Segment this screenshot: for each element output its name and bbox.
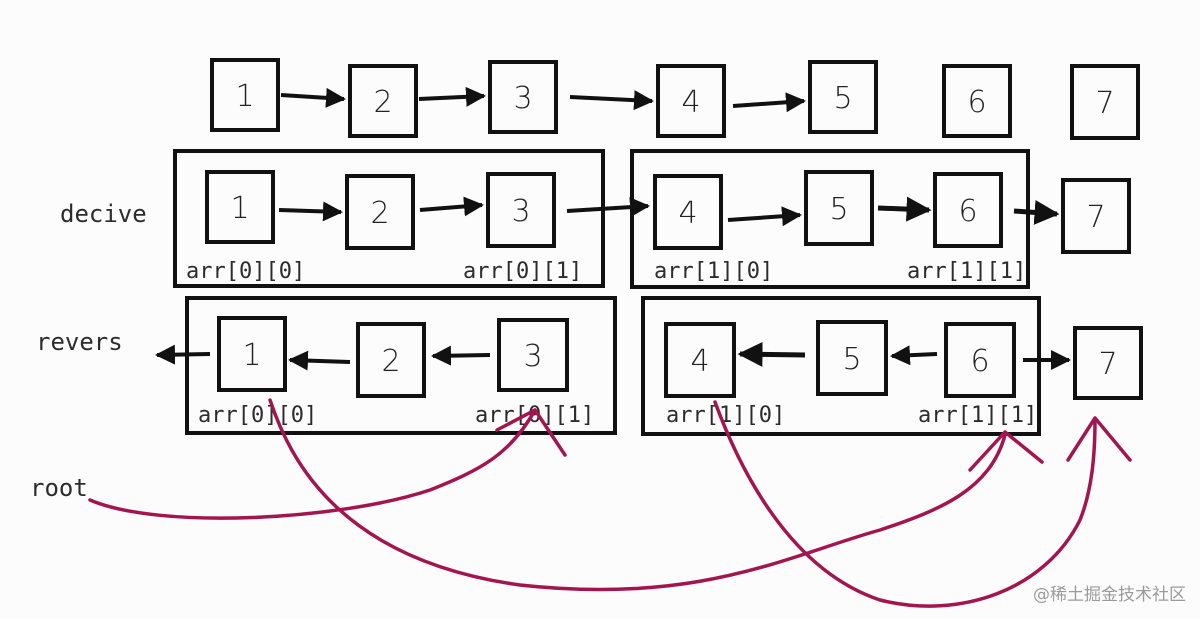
decive-node-6: 6 xyxy=(933,172,1003,248)
decive-arrow-2-3 xyxy=(419,196,484,217)
curve-root-arrowhead xyxy=(495,408,567,457)
top-node-3: 3 xyxy=(488,60,558,134)
top-node-1-label: 1 xyxy=(235,79,254,114)
decive-node-7: 7 xyxy=(1061,178,1131,254)
decive-label: decive xyxy=(60,200,147,228)
decive-node-4-label: 4 xyxy=(678,196,697,231)
decive-row: 1 2 3 4 5 6 7 arr[0][ xyxy=(173,149,1131,289)
revers-group-1-left-index: arr[0][0] xyxy=(198,403,317,428)
revers-group-2-frame xyxy=(641,296,1041,436)
decive-node-3: 3 xyxy=(486,172,556,248)
top-node-7-label: 7 xyxy=(1095,86,1114,121)
decive-group-1-left-index: arr[0][0] xyxy=(186,259,305,284)
revers-node-1: 1 xyxy=(217,316,287,392)
revers-node-2: 2 xyxy=(356,322,426,398)
revers-node-1-label: 1 xyxy=(242,338,261,373)
top-node-7: 7 xyxy=(1070,64,1140,140)
revers-node-3-label: 3 xyxy=(523,339,542,374)
top-arrow-4-5 xyxy=(732,92,806,113)
top-node-6: 6 xyxy=(942,64,1012,138)
top-node-6-label: 6 xyxy=(967,85,986,120)
revers-group-1-right-index: arr[0][1] xyxy=(475,403,594,428)
revers-node-7: 7 xyxy=(1073,326,1143,400)
decive-arrow-4-5 xyxy=(727,206,802,227)
decive-node-1: 1 xyxy=(205,170,275,244)
decive-group-2-right-index: arr[1][1] xyxy=(907,259,1026,284)
top-node-2: 2 xyxy=(348,64,418,138)
revers-group-2-left-index: arr[1][0] xyxy=(666,403,785,428)
top-arrow-3-4 xyxy=(569,90,654,111)
decive-group-2-frame xyxy=(630,149,1030,289)
curve-root-to-revers-0-1 xyxy=(88,408,537,520)
curve-0-0-to-1-1 xyxy=(268,398,1007,592)
decive-group-1-right-index: arr[0][1] xyxy=(463,259,582,284)
decive-group-2-left-index: arr[1][0] xyxy=(654,259,773,284)
root-label: root xyxy=(30,474,88,502)
revers-node-6-label: 6 xyxy=(970,344,989,379)
decive-arrow-3-4 xyxy=(566,197,650,218)
revers-label: revers xyxy=(36,328,123,356)
revers-row: 1 2 3 4 5 6 7 arr[0][ xyxy=(155,296,1143,436)
top-node-5: 5 xyxy=(808,60,878,134)
revers-node-6: 6 xyxy=(944,322,1016,398)
top-row: 1 2 3 4 5 6 7 xyxy=(210,58,1140,140)
top-arrow-2-3 xyxy=(418,86,486,107)
revers-node-7-label: 7 xyxy=(1098,347,1117,382)
top-node-2-label: 2 xyxy=(373,85,392,120)
revers-arrow-3-2 xyxy=(431,345,491,366)
top-node-5-label: 5 xyxy=(833,81,852,116)
decive-node-2: 2 xyxy=(345,174,415,250)
curve-1-0-arrowhead xyxy=(1066,416,1132,462)
revers-group-2-right-index: arr[1][1] xyxy=(918,403,1037,428)
top-node-4-label: 4 xyxy=(681,85,700,120)
revers-node-5: 5 xyxy=(816,320,888,396)
curve-1-0-to-node-7 xyxy=(713,400,1097,608)
decive-node-4: 4 xyxy=(653,174,723,250)
decive-arrow-1-2 xyxy=(278,201,343,222)
decive-node-2-label: 2 xyxy=(370,196,389,231)
top-node-3-label: 3 xyxy=(513,81,532,116)
revers-arrow-6-5 xyxy=(890,345,938,366)
revers-node-2-label: 2 xyxy=(381,344,400,379)
curve-0-0-arrowhead xyxy=(968,430,1044,472)
revers-node-3: 3 xyxy=(497,318,569,392)
decive-node-1-label: 1 xyxy=(230,191,249,226)
decive-node-5-label: 5 xyxy=(829,192,848,227)
top-node-1: 1 xyxy=(210,58,280,132)
revers-arrow-2-1 xyxy=(288,350,351,371)
top-node-4: 4 xyxy=(656,64,726,138)
pointer-curves xyxy=(88,398,1132,608)
revers-arrow-5-4 xyxy=(737,341,806,367)
watermark: @稀土掘金技术社区 xyxy=(1033,585,1186,605)
decive-arrow-5-6 xyxy=(877,196,932,222)
revers-node-5-label: 5 xyxy=(842,342,861,377)
revers-group-1-frame xyxy=(185,296,617,435)
decive-node-5: 5 xyxy=(804,170,874,246)
decive-node-3-label: 3 xyxy=(511,194,530,229)
revers-node-4: 4 xyxy=(664,322,736,398)
decive-node-6-label: 6 xyxy=(958,194,977,229)
revers-node-4-label: 4 xyxy=(690,344,709,379)
decive-arrow-6-7 xyxy=(1013,199,1060,225)
top-arrow-1-2 xyxy=(280,87,346,108)
revers-arrow-1-null xyxy=(155,344,211,365)
decive-group-1-frame xyxy=(173,149,605,288)
decive-node-7-label: 7 xyxy=(1086,200,1105,235)
